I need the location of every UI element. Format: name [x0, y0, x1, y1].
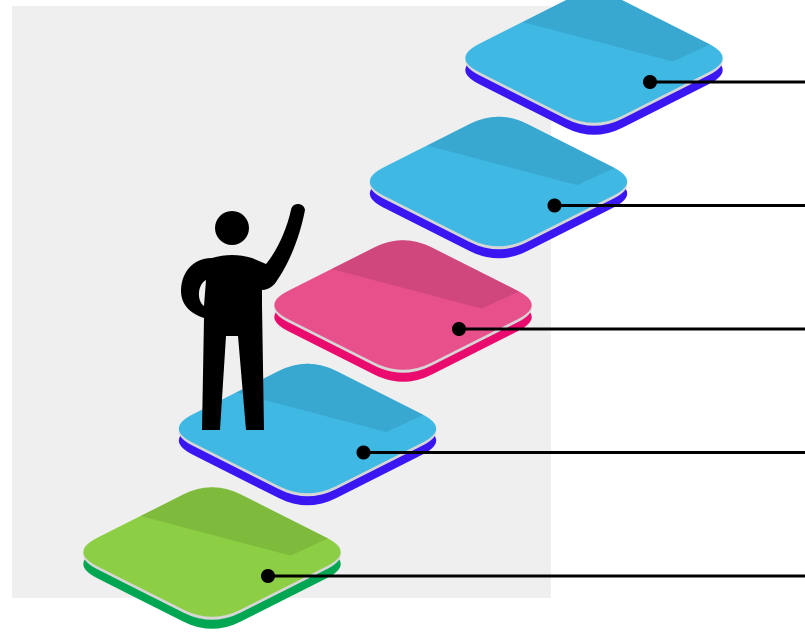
- leader-dot: [452, 322, 466, 336]
- steps-layer: [83, 0, 805, 629]
- leader-dot: [547, 198, 562, 213]
- staircase-step-4: [369, 116, 805, 259]
- staircase-step-3: [274, 240, 805, 382]
- staircase-step-1: [83, 487, 805, 629]
- leader-dot: [356, 445, 371, 460]
- leader-dot: [643, 75, 657, 89]
- staircase-step-5: [465, 0, 805, 135]
- leader-dot: [261, 569, 275, 583]
- person-waving-icon: [180, 204, 305, 430]
